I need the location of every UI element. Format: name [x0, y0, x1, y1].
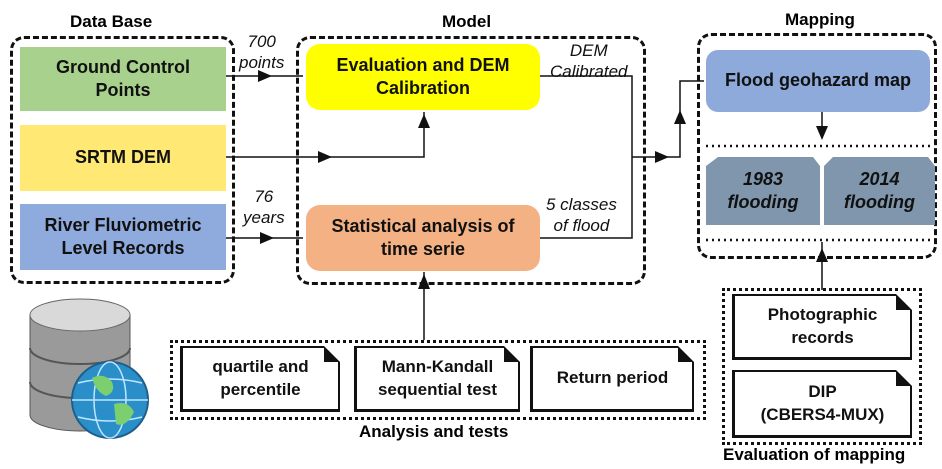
srtm-up-arrowhead [418, 114, 430, 128]
mann-kandall-doc: Mann-Kandall sequential test [354, 346, 520, 412]
database-globe-icon [29, 298, 149, 439]
photographic-records-doc: Photographic records [732, 294, 912, 360]
river-arrowhead [260, 232, 274, 244]
database-title: Data Base [70, 12, 153, 31]
evaluation-group [722, 288, 922, 445]
analysis-group [170, 340, 706, 420]
flood-classes-label: 5 classes of flood [546, 195, 617, 236]
evaluation-dem-calibration-box: Evaluation and DEM Calibration [306, 44, 540, 110]
return-period-doc: Return period [530, 346, 694, 412]
model-group [296, 36, 646, 285]
merge-arrowhead [655, 151, 669, 163]
gcp-arrowhead [258, 70, 272, 82]
analysis-up-arrowhead [418, 274, 430, 289]
srtm-to-evaluation-line [226, 112, 425, 158]
model-title: Model [442, 12, 492, 31]
ground-control-points-box: Ground Control Points [20, 47, 226, 111]
statistical-out-line [540, 157, 633, 239]
flooding-2014-label: 2014 flooding [844, 168, 915, 212]
evaluation-up-arrowhead [816, 248, 828, 262]
river-level-records-box: River Fluviometric Level Records [20, 204, 226, 270]
quartile-percentile-doc: quartile and percentile [180, 346, 340, 412]
statistical-analysis-box: Statistical analysis of time serie [306, 205, 540, 271]
analysis-title: Analysis and tests [359, 422, 509, 441]
evaluation-out-line [540, 75, 633, 157]
srtm-dem-box: SRTM DEM [20, 125, 226, 191]
mapping-title: Mapping [785, 10, 855, 29]
evaluation-title: Evaluation of mapping [723, 445, 906, 464]
flooding-2014-shape [824, 157, 935, 225]
years-label: 76 years [243, 187, 285, 228]
map-down-arrowhead [816, 126, 828, 140]
flood-geohazard-map-box: Flood geohazard map [706, 50, 930, 112]
srtm-arrowhead [318, 151, 332, 163]
flooding-1983-shape [706, 157, 820, 225]
points-label: 700 points [239, 32, 285, 73]
map-up-arrowhead [674, 110, 686, 124]
mapping-group [697, 33, 937, 259]
flooding-1983-label: 1983 flooding [727, 168, 799, 212]
merge-to-map-line [632, 80, 704, 158]
dip-cbers-doc: DIP (CBERS4-MUX) [732, 370, 912, 438]
database-group [10, 36, 235, 284]
